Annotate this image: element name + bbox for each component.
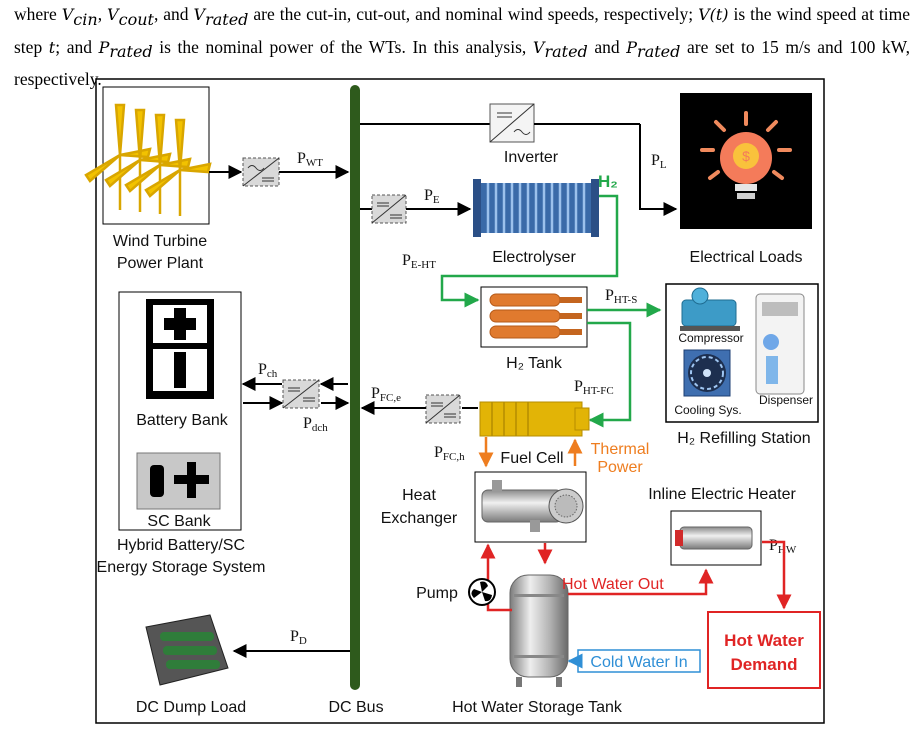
ac-dc-converter-icon: [242, 157, 280, 187]
thermal-power-label-1: Thermal: [591, 441, 650, 458]
hess-label-2: Energy Storage System: [97, 559, 266, 576]
dump-load-label: DC Dump Load: [136, 699, 246, 716]
dc-dc-converter-icon: [371, 194, 407, 224]
electrolyser-label: Electrolyser: [492, 249, 576, 266]
cooling-fan-icon: [683, 349, 731, 397]
cooling-label: Cooling Sys.: [674, 403, 741, 417]
electrolyser-icon: [473, 179, 599, 237]
diagram-frame: [95, 78, 825, 724]
inverter-label: Inverter: [504, 149, 559, 166]
cold-water-in-label: Cold Water In: [590, 654, 687, 671]
flow-p-ht-fc: PHT-FC: [574, 378, 614, 397]
heat-exchanger-icon: [474, 471, 587, 543]
inverter-icon: [489, 103, 535, 143]
hydrogen-label: H₂: [598, 172, 618, 191]
heat-exchanger-label-1: Heat: [402, 487, 436, 504]
dc-bus: [350, 85, 360, 690]
battery-icon: [146, 299, 214, 399]
dispenser-label: Dispenser: [759, 393, 813, 407]
dispenser-icon: [755, 293, 805, 395]
flow-p-wt: PWT: [297, 150, 323, 169]
compressor-label: Compressor: [678, 331, 743, 345]
h2-tank-label: H₂ Tank: [506, 355, 563, 372]
supercapacitor-icon: [136, 452, 221, 510]
dc-bus-label: DC Bus: [328, 699, 383, 716]
flow-p-e-ht: PE-HT: [402, 252, 436, 271]
fuel-cell-icon: [479, 401, 590, 437]
fuel-cell-label: Fuel Cell: [500, 450, 563, 467]
compressor-icon: [680, 287, 740, 331]
dump-load-resistor-icon: [145, 614, 229, 686]
description-paragraph: where Vcin, Vcout, and Vrated are the cu…: [14, 4, 911, 89]
hydrogen-tank-icon: [480, 286, 588, 348]
flow-p-hw: PHW: [769, 537, 797, 556]
refilling-station-label: H₂ Refilling Station: [677, 430, 810, 447]
electrical-loads-label: Electrical Loads: [690, 249, 803, 266]
storage-tank-label: Hot Water Storage Tank: [452, 699, 623, 716]
flow-p-dch: Pdch: [303, 415, 328, 434]
flow-p-fc-e: PFC,e: [371, 385, 401, 404]
flow-p-ht-s: PHT-S: [605, 287, 637, 306]
heat-exchanger-label-2: Exchanger: [381, 510, 458, 527]
hot-water-storage-tank-icon: [509, 574, 569, 687]
inline-heater-label: Inline Electric Heater: [648, 486, 796, 503]
fuel-cell-converter-icon: [425, 394, 461, 424]
hot-water-demand-box: [707, 611, 821, 689]
thermal-power-label-2: Power: [597, 459, 643, 476]
battery-bank-label: Battery Bank: [136, 412, 229, 429]
hot-water-out-label: Hot Water Out: [562, 576, 664, 593]
flow-p-l: PL: [651, 152, 667, 171]
flow-p-fc-h: PFC,h: [434, 444, 465, 463]
flow-p-ch: Pch: [258, 361, 278, 380]
svg-text:$: $: [742, 148, 750, 164]
pump-icon: [468, 578, 496, 606]
battery-converter-icon: [282, 379, 320, 409]
sc-bank-label: SC Bank: [147, 513, 211, 530]
flow-p-e: PE: [424, 187, 440, 206]
flow-p-d: PD: [290, 628, 307, 647]
wind-plant-label-2: Power Plant: [117, 255, 204, 272]
light-bulb-icon: $: [680, 93, 812, 229]
inline-heater-icon: [670, 510, 762, 566]
hess-label-1: Hybrid Battery/SC: [117, 537, 245, 554]
hot-water-demand-label-2: Demand: [730, 655, 797, 674]
hot-water-demand-label-1: Hot Water: [724, 631, 804, 650]
wind-plant-label-1: Wind Turbine: [113, 233, 207, 250]
wind-turbine-icon: [84, 86, 212, 225]
pump-label: Pump: [416, 585, 458, 602]
